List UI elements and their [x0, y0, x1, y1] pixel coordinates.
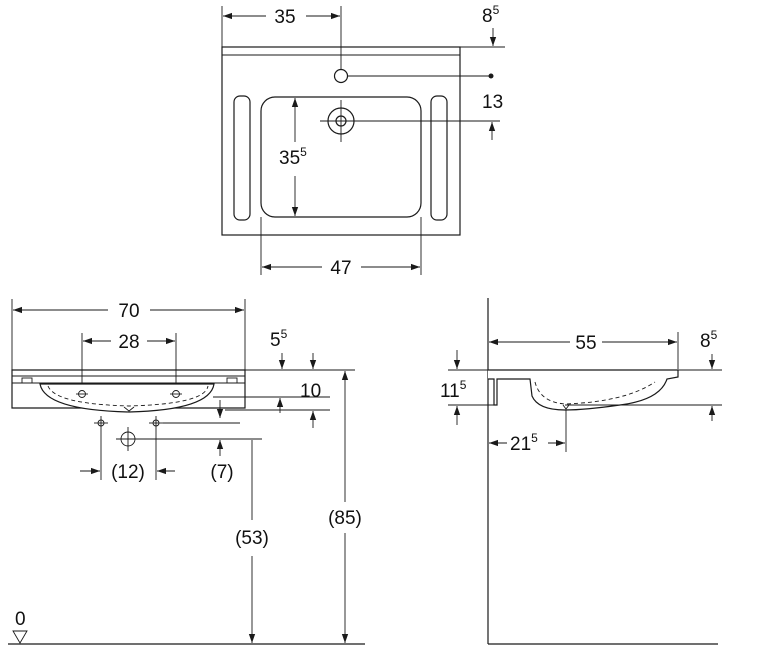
pipe-hole-left: [94, 416, 108, 430]
floor-level-marker: [12, 630, 28, 644]
dim-label-side-rim-offset: 85: [700, 328, 718, 352]
floor-level-label: 0: [15, 609, 26, 630]
dim-label-drain-offset: 215: [510, 431, 538, 455]
waste-outlet: [562, 404, 570, 410]
basin-front-outline: [11, 369, 246, 409]
dim-label-rim-height: (85): [328, 508, 362, 529]
dim-label-bowl-depth: 355: [279, 145, 307, 169]
dim-label-waste-height: (53): [235, 528, 269, 549]
dimension-dot: [488, 73, 494, 79]
waste-center: [116, 427, 140, 451]
dim-label-bowl-height: 10: [300, 381, 321, 402]
handle-slot-right: [226, 377, 238, 384]
basin-side-profile: [488, 369, 679, 411]
left-handle-slot: [233, 95, 251, 221]
bowl-outline: [260, 96, 422, 218]
dim-label-offset-top: 85: [482, 3, 500, 27]
dim-label-tap-spacing: 28: [118, 332, 139, 353]
dim-label-rim-offset: 55: [270, 327, 288, 351]
top-view: 35 85 13 355 47: [221, 3, 505, 279]
tap-hole: [333, 68, 349, 84]
dim-label-overall-width: 70: [118, 301, 139, 322]
side-view: 55 85 115 215: [440, 298, 722, 645]
front-view: 70 28 55 10: [8, 299, 365, 645]
bowl-hidden-line: [534, 381, 656, 405]
waste-outlet: [123, 406, 135, 412]
handle-slot-left: [21, 377, 33, 384]
right-handle-slot: [430, 95, 448, 221]
dim-label-waste-spacing: (12): [111, 462, 145, 483]
dim-label-projection: 55: [575, 333, 596, 354]
dim-label-width: 35: [274, 7, 295, 28]
dim-label-bowl-width: 47: [330, 258, 351, 279]
dim-label-hole-distance: 13: [482, 92, 503, 113]
pipe-hole-right: [149, 416, 163, 430]
dim-label-thickness: 115: [440, 378, 467, 402]
bowl-hidden-line: [47, 385, 209, 407]
dim-label-waste-offset: (7): [210, 462, 233, 483]
